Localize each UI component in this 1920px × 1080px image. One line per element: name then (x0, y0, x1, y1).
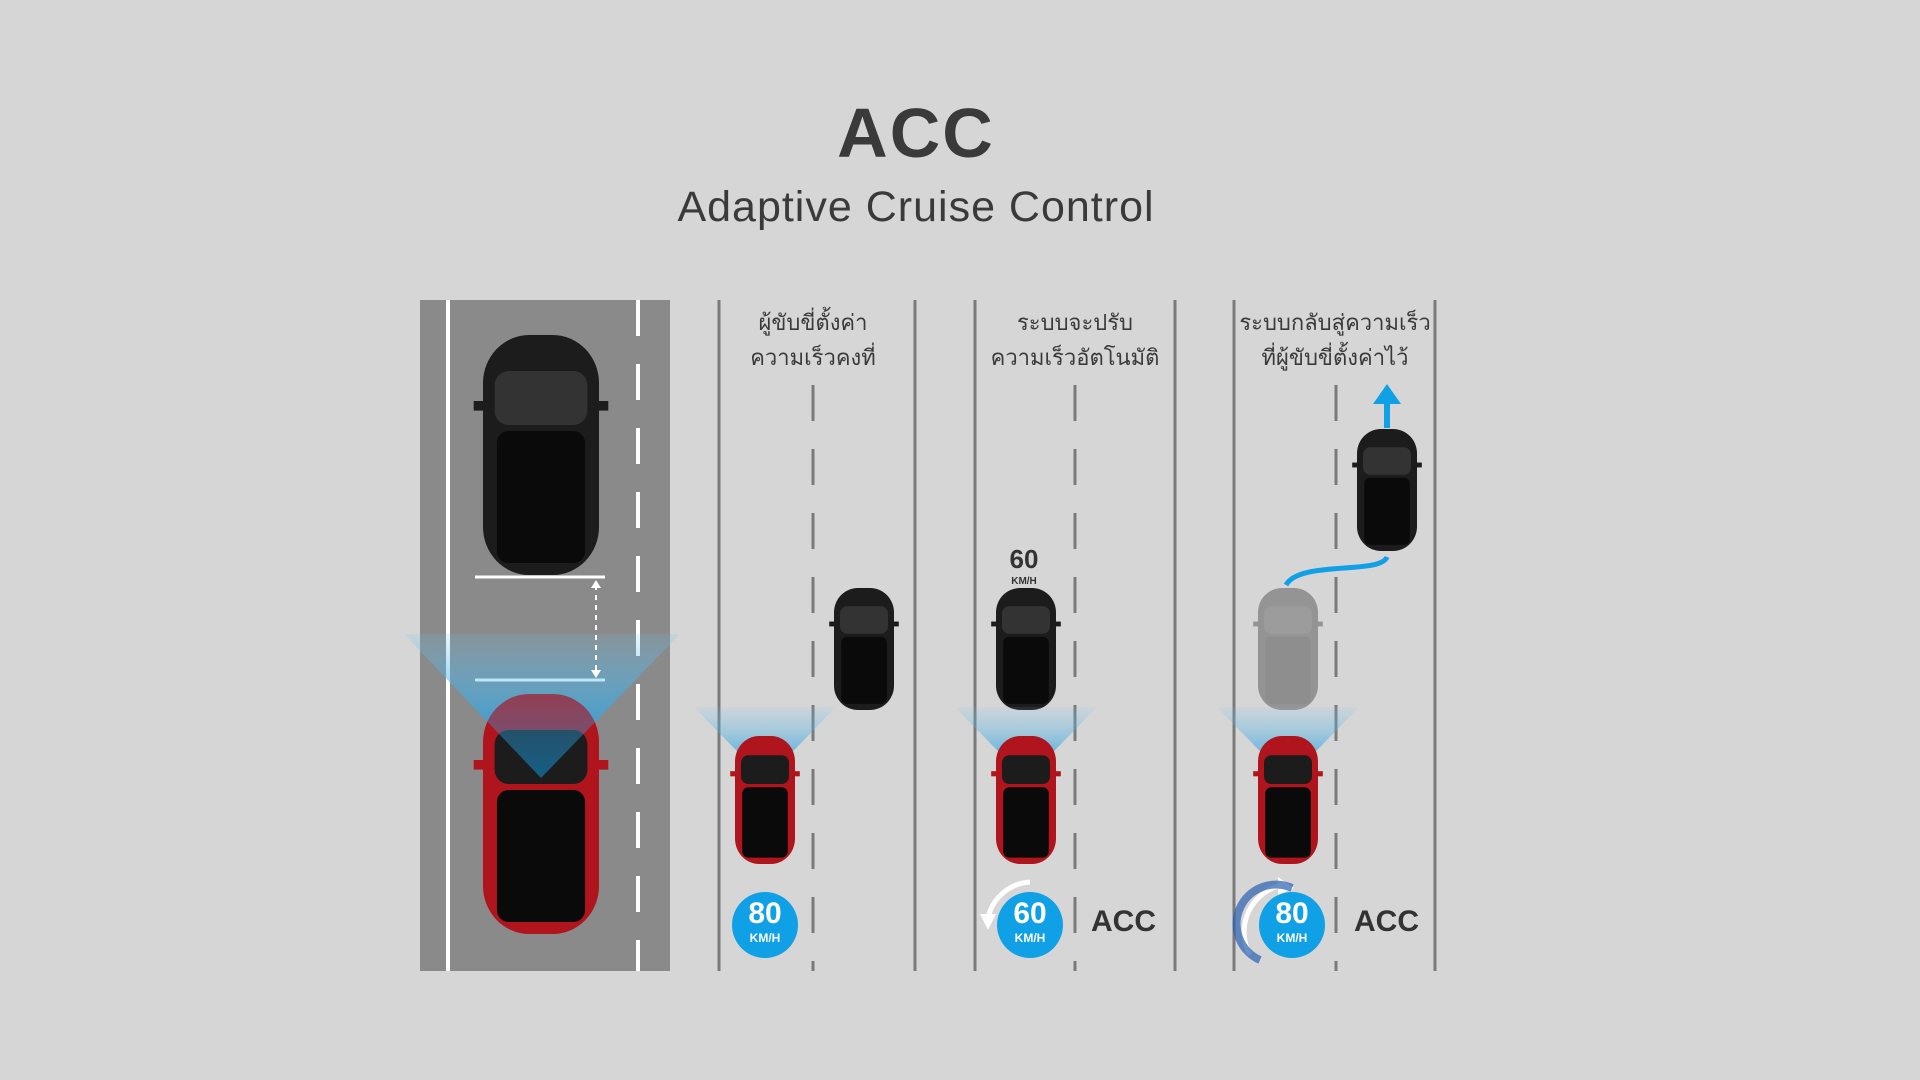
ego-car (991, 736, 1061, 864)
lead-car (473, 335, 609, 575)
panel-1-caption: ผู้ขับขี่ตั้งค่าความเร็วคงที่ (750, 311, 876, 371)
up-arrow-icon (1373, 384, 1401, 404)
lead-car (1352, 429, 1422, 551)
page-title: ACC (837, 94, 995, 172)
ego-car (1253, 736, 1323, 864)
lane-change-path (1283, 555, 1390, 587)
acc-label: ACC (1091, 905, 1156, 938)
lane-lines (717, 300, 1437, 971)
panel-3-caption: ระบบกลับสู่ความเร็วที่ผู้ขับขี่ตั้งค่าไว… (1239, 311, 1431, 371)
lead-car (829, 588, 899, 710)
page-subtitle: Adaptive Cruise Control (677, 183, 1155, 231)
decrease-arrow-icon (985, 879, 1031, 919)
panel-2-caption: ระบบจะปรับความเร็วอัตโนมัติ (990, 311, 1160, 371)
lead-car (991, 588, 1061, 710)
acc-label: ACC (1354, 905, 1419, 938)
ego-car (730, 736, 800, 864)
previous-lead-car (1253, 588, 1323, 710)
